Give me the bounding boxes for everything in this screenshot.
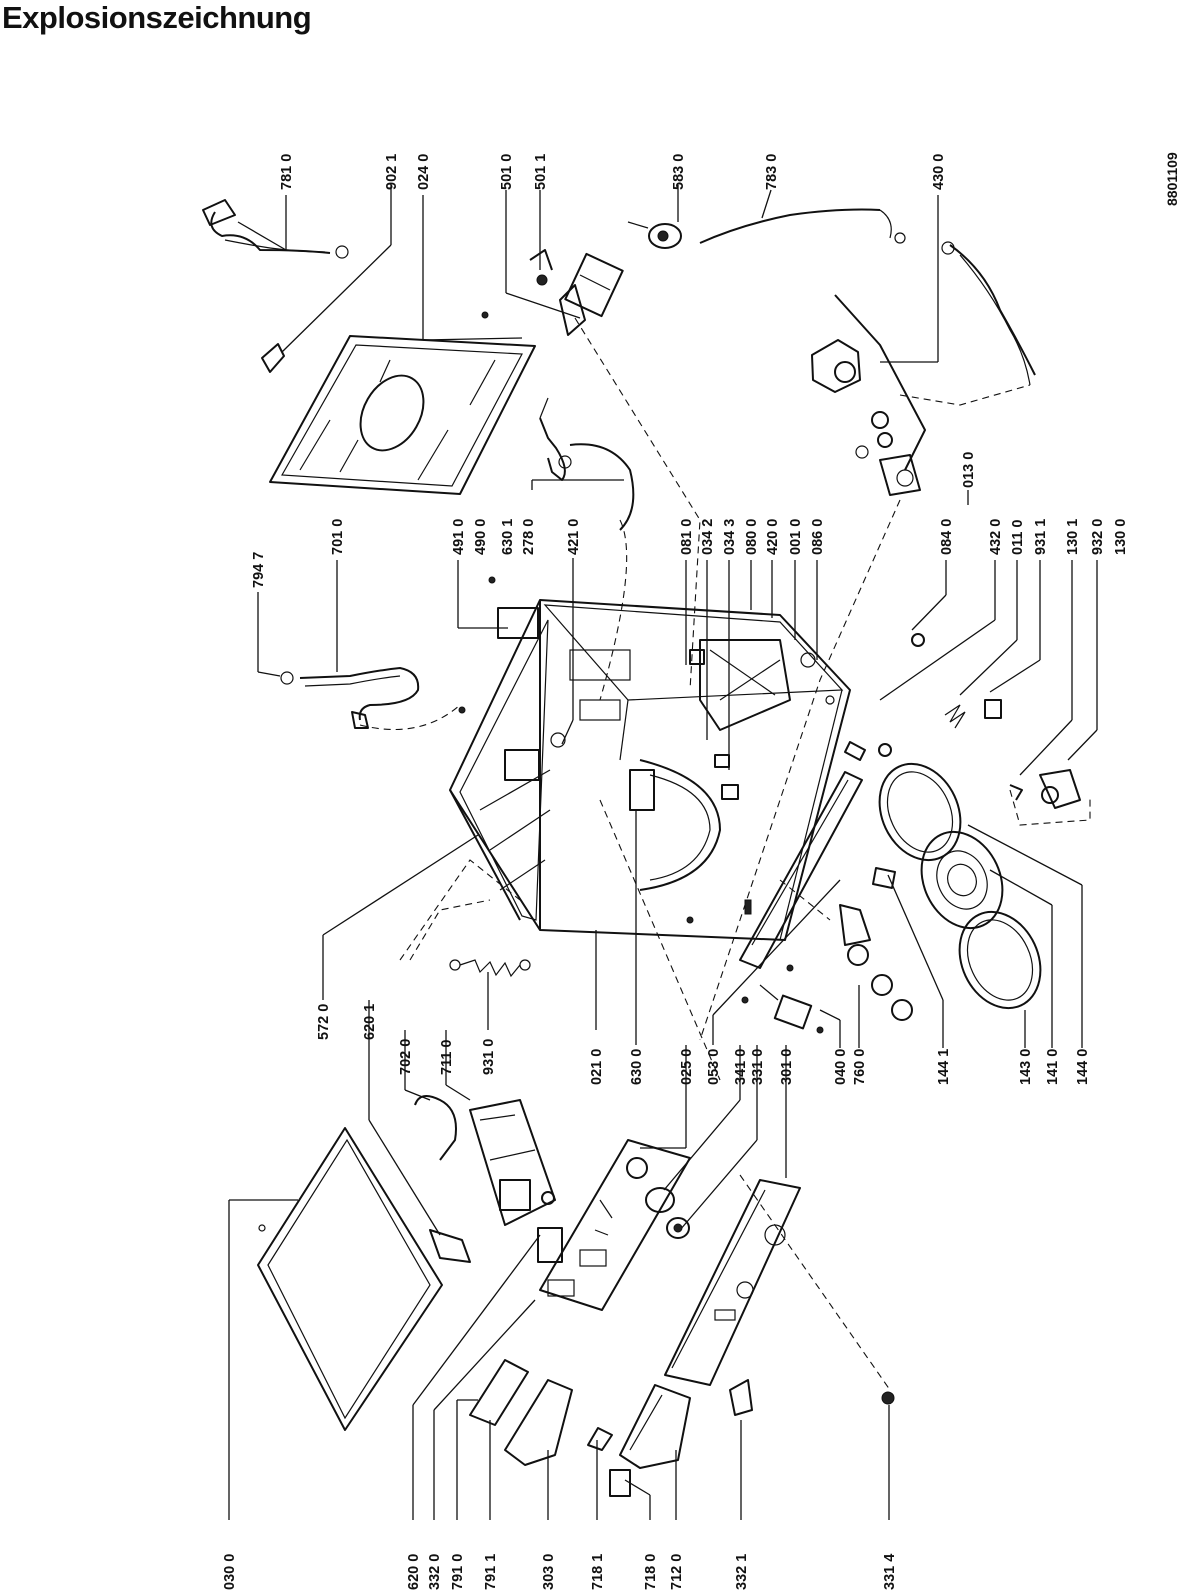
part-number-label: 303 0 (541, 1554, 557, 1590)
part-number-label: 034 3 (722, 519, 738, 555)
top-cover-part (269, 335, 536, 495)
part-number-label: 331 0 (750, 1049, 766, 1085)
part-number-label: 053 0 (706, 1049, 722, 1085)
front-panel-part (664, 1179, 801, 1386)
part-number-label: 572 0 (316, 1004, 332, 1040)
page-title: Explosionszeichnung (2, 0, 312, 35)
part-number-label: 013 0 (961, 452, 977, 488)
part-number-label: 760 0 (852, 1049, 868, 1085)
detergent-drawer-part (469, 1359, 895, 1497)
part-number-label: 301 0 (779, 1049, 795, 1085)
part-number-label: 931 1 (1033, 519, 1049, 555)
pressure-switch-part (627, 208, 906, 249)
part-number-label: 781 0 (279, 154, 295, 190)
door-lock-part (759, 904, 913, 1030)
part-number-label: 630 0 (629, 1049, 645, 1085)
inlet-hose-part (280, 667, 420, 729)
part-number-label: 791 0 (450, 1554, 466, 1590)
drain-pump-part (811, 241, 1036, 496)
part-number-label: 080 0 (744, 519, 760, 555)
part-number-label: 130 1 (1065, 519, 1081, 555)
part-number-label: 081 0 (679, 519, 695, 555)
part-number-label: 712 0 (669, 1554, 685, 1590)
part-number-label: 011 0 (1010, 520, 1026, 556)
part-number-label: 783 0 (764, 154, 780, 190)
part-number-label: 025 0 (679, 1049, 695, 1085)
cabinet-body-part (449, 599, 851, 941)
part-number-label: 024 0 (416, 154, 432, 190)
front-frame-part (739, 771, 863, 969)
part-number-label: 278 0 (521, 519, 537, 555)
part-number-label: 332 0 (427, 1554, 443, 1590)
part-number-label: 620 1 (362, 1004, 378, 1040)
control-knob-part (645, 1187, 690, 1239)
part-number-label: 932 0 (1090, 519, 1106, 555)
part-number-label: 143 0 (1018, 1049, 1034, 1085)
part-number-label: 718 1 (590, 1554, 606, 1590)
part-number-label: 432 0 (988, 519, 1004, 555)
part-number-label: 902 1 (384, 154, 400, 190)
control-panel-part (539, 1139, 691, 1311)
inlet-valve-part (529, 249, 624, 336)
part-number-label: 030 0 (222, 1554, 238, 1590)
part-number-label: 501 1 (533, 154, 549, 190)
part-number-label: 702 0 (398, 1039, 414, 1075)
part-number-label: 341 0 (733, 1049, 749, 1085)
part-number-label: 490 0 (473, 519, 489, 555)
part-number-label: 130 0 (1113, 519, 1129, 555)
part-number-label: 931 0 (481, 1039, 497, 1075)
part-number-label: 001 0 (788, 519, 804, 555)
lid-part (257, 1127, 443, 1431)
clip-902-part (261, 343, 285, 373)
part-number-label: 791 1 (483, 1554, 499, 1590)
part-number-label: 718 0 (643, 1554, 659, 1590)
part-number-label: 501 0 (499, 154, 515, 190)
part-number-label: 421 0 (566, 519, 582, 555)
part-number-label: 144 1 (936, 1049, 952, 1085)
part-number-label: 420 0 (765, 519, 781, 555)
part-number-label: 583 0 (671, 154, 687, 190)
part-number-label: 630 1 (500, 519, 516, 555)
suspension-spring-part (449, 959, 531, 978)
part-number-label: 491 0 (451, 519, 467, 555)
leader-lines (228, 185, 1098, 1520)
part-number-label: 620 0 (406, 1554, 422, 1590)
door-assembly-part (872, 762, 1042, 1010)
hose-781-part (202, 199, 349, 259)
part-number-label: 332 1 (734, 1554, 750, 1590)
part-number-label: 040 0 (833, 1049, 849, 1085)
part-number-label: 144 0 (1075, 1049, 1091, 1085)
part-number-label: 430 0 (931, 154, 947, 190)
part-number-label: 701 0 (330, 519, 346, 555)
part-number-label: 711 0 (439, 1040, 455, 1076)
part-number-label: 794 7 (251, 552, 267, 588)
door-catch-part (844, 633, 1081, 809)
part-number-label: 034 2 (700, 519, 716, 555)
part-number-labels: 781 0 902 1 024 0 501 0 501 1 583 0 783 0 430 0… (222, 154, 1129, 1590)
part-number-label: 331 4 (882, 1554, 898, 1590)
screws-part (458, 311, 824, 1034)
part-number-label: 141 0 (1045, 1049, 1061, 1085)
part-number-label: 084 0 (939, 519, 955, 555)
dashed-assembly-lines (359, 317, 1091, 1391)
part-number-label: 086 0 (810, 519, 826, 555)
heater-element-part (539, 397, 635, 531)
programmer-part (414, 1095, 563, 1263)
part-number-label: 021 0 (589, 1049, 605, 1085)
